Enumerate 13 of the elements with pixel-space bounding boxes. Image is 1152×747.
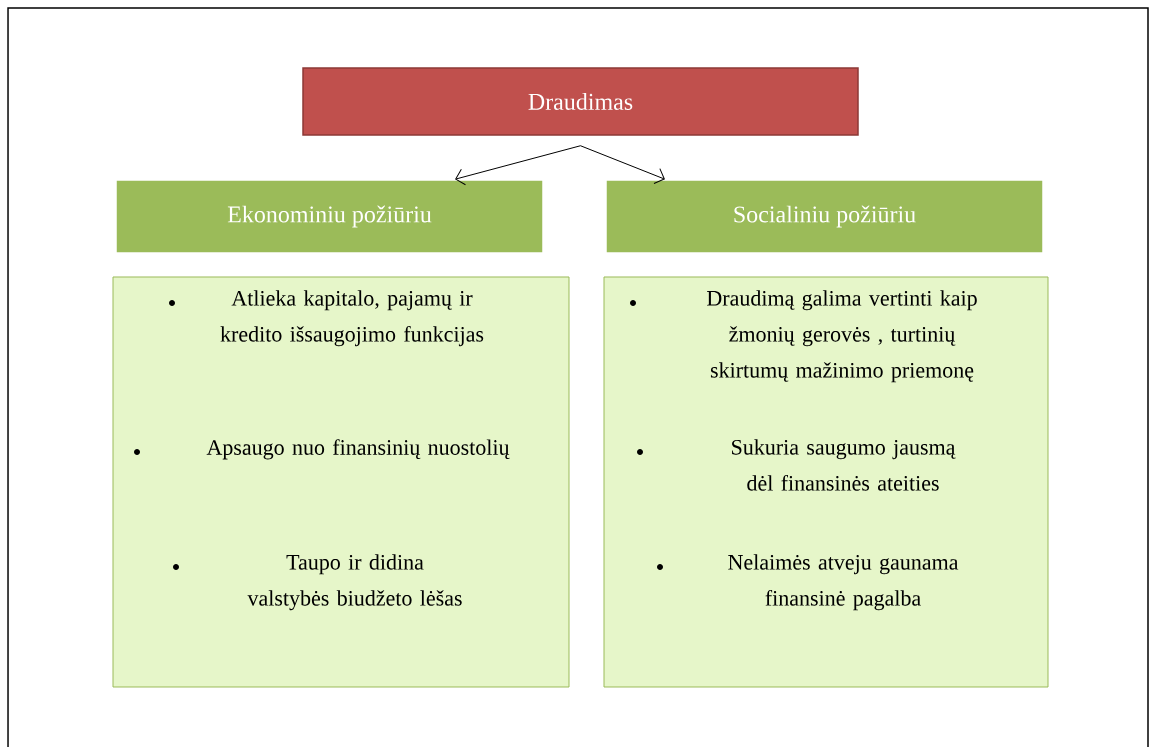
list-box [603, 276, 1049, 688]
list-box [112, 276, 570, 688]
header-box: Socialiniu požiūriu [605, 179, 1044, 254]
arrow [455, 145, 581, 186]
header-box: Ekonominiu požiūriu [115, 179, 544, 254]
list-item: Atlieka kapitalo, pajamų ir kredito išsaugojimo funkcijas [220, 290, 484, 347]
list-item: Draudimą galima vertinti kaip žmonių gerovės , turtinių skirtumų mažinimo priemonę [707, 290, 977, 383]
list-item: Nelaimės atveju gaunama finansinė pagalba [728, 554, 959, 611]
title-box: Draudimas [302, 67, 859, 136]
list-item: Taupo ir didina valstybės biudžeto lėšas [247, 554, 462, 611]
list-item: Sukuria saugumo jausmą dėl finansinės ateities [732, 439, 956, 491]
arrow [580, 145, 665, 184]
list-item: Apsaugo nuo finansinių nuostolių [206, 439, 510, 460]
